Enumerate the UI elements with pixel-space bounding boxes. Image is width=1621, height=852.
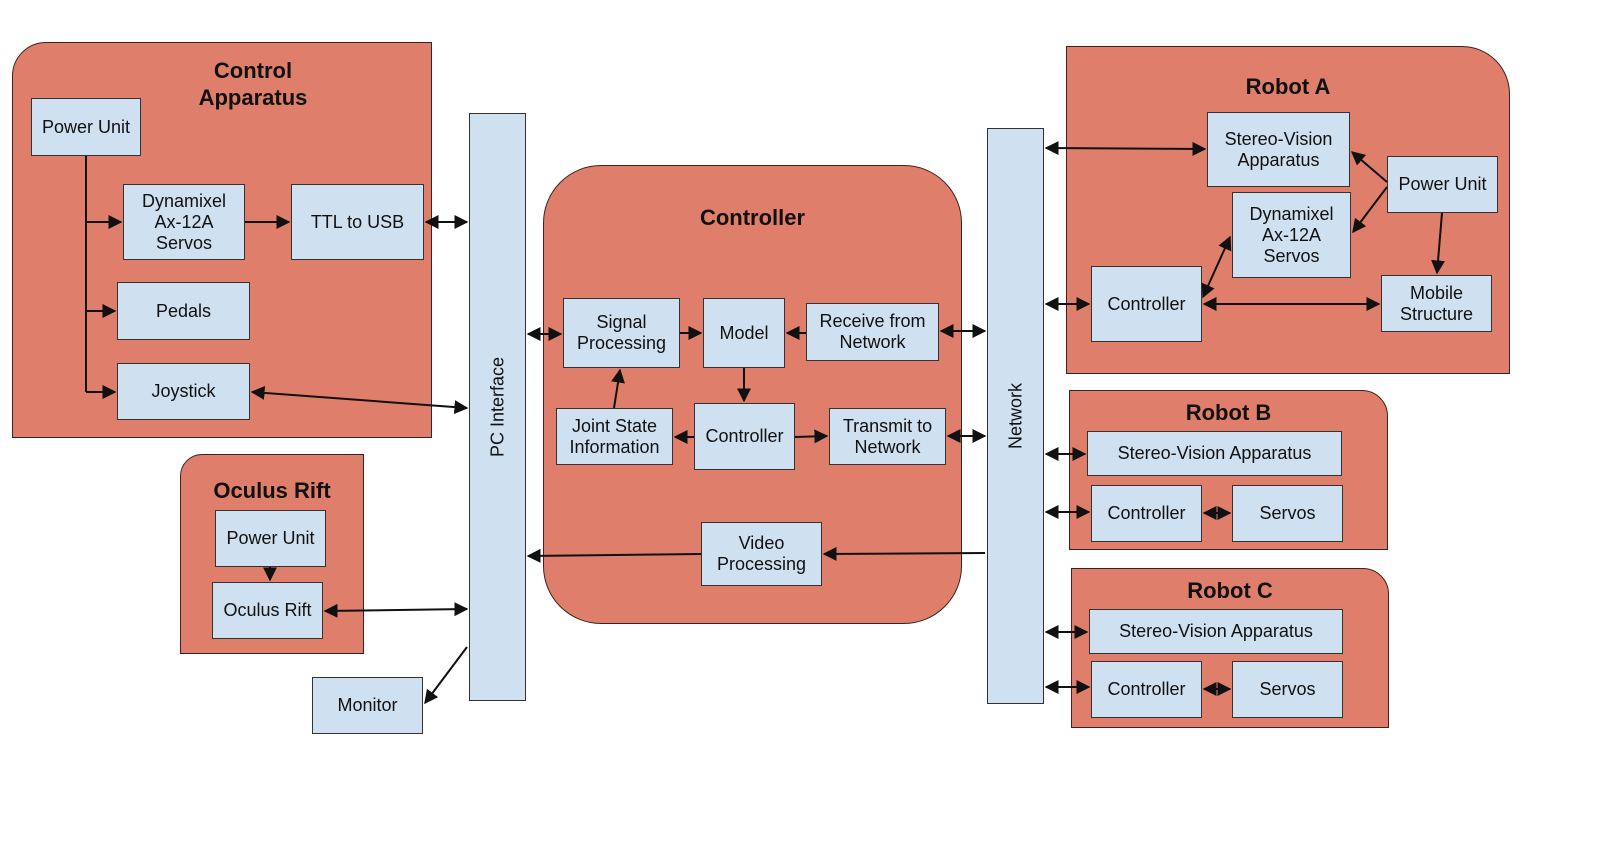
controller-title: Controller (699, 205, 806, 230)
robot-b-title: Robot B (1185, 400, 1272, 425)
network-label: Network (1005, 382, 1025, 450)
rc-stereo-vision-apparatus: Stereo-Vision Apparatus (1089, 609, 1343, 654)
ctl-signal-processing: Signal Processing (563, 298, 680, 368)
oculus-rift-device: Oculus Rift (212, 582, 323, 639)
ca-pedals: Pedals (117, 282, 250, 340)
ra-power-unit: Power Unit (1387, 156, 1498, 213)
robot-a-title: Robot A (1245, 74, 1331, 99)
control-apparatus-title: Control Apparatus (198, 58, 308, 110)
ctl-model: Model (703, 298, 785, 368)
pc-interface-bar: PC Interface (469, 113, 526, 701)
ctl-receive-from-network: Receive from Network (806, 303, 939, 361)
network-bar: Network (987, 128, 1044, 704)
ctl-controller: Controller (694, 403, 795, 470)
rb-controller: Controller (1091, 485, 1202, 542)
rb-servos: Servos (1232, 485, 1343, 542)
ca-dynamixel-servos: Dynamixel Ax-12A Servos (123, 184, 245, 260)
ra-dynamixel-servos: Dynamixel Ax-12A Servos (1232, 192, 1351, 278)
oculus-power-unit: Power Unit (215, 510, 326, 567)
monitor: Monitor (312, 677, 423, 734)
ra-mobile-structure: Mobile Structure (1381, 275, 1492, 332)
ca-power-unit: Power Unit (31, 98, 141, 156)
ra-stereo-vision-apparatus: Stereo-Vision Apparatus (1207, 112, 1350, 187)
ra-controller: Controller (1091, 266, 1202, 342)
ca-ttl-to-usb: TTL to USB (291, 184, 424, 260)
pc-interface-label: PC Interface (487, 356, 507, 458)
ctl-transmit-to-network: Transmit to Network (829, 408, 946, 465)
arrow-pc-to-monitor (424, 646, 468, 705)
ctl-video-processing: Video Processing (701, 522, 822, 586)
oculus-rift-title: Oculus Rift (213, 478, 331, 503)
rb-stereo-vision-apparatus: Stereo-Vision Apparatus (1087, 431, 1342, 476)
robot-c-title: Robot C (1187, 578, 1273, 603)
rc-controller: Controller (1091, 661, 1202, 718)
ctl-joint-state-information: Joint State Information (556, 408, 673, 465)
rc-servos: Servos (1232, 661, 1343, 718)
ca-joystick: Joystick (117, 363, 250, 420)
